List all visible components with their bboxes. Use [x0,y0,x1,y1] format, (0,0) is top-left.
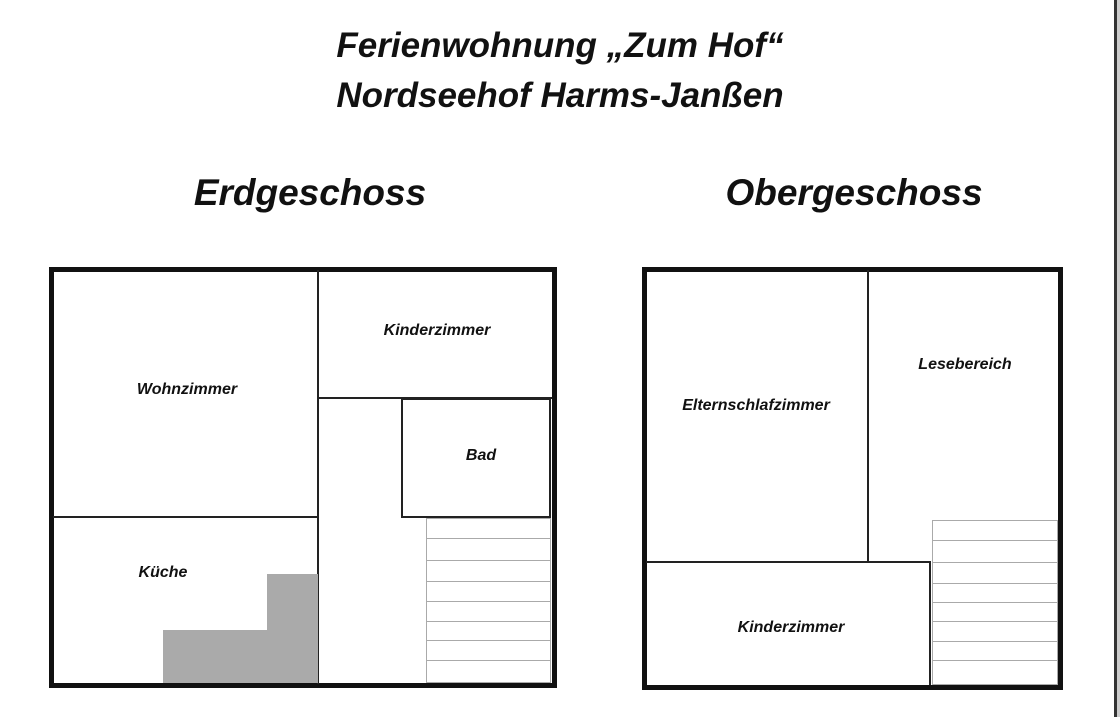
kitchen-counter [163,630,318,683]
room-label-elternschlafzimmer: Elternschlafzimmer [682,397,830,414]
upper-floor-heading: Obergeschoss [725,172,983,213]
window-edge [1114,0,1117,717]
kitchen-counter [267,574,318,630]
room-label-kinderzimmer: Kinderzimmer [383,322,491,339]
room-label-kinderzimmer: Kinderzimmer [737,619,845,636]
room-label-kueche: Küche [138,564,188,581]
wall [646,561,931,563]
room-label-bad: Bad [465,447,497,464]
wall [53,516,318,518]
staircase [932,520,1058,685]
room-label-lesebereich: Lesebereich [918,356,1012,373]
ground-floor-outline [49,267,557,688]
title-line-2: Nordseehof Harms-Janßen [336,76,784,115]
room-label-wohnzimmer: Wohnzimmer [136,381,238,398]
bad-room [401,398,551,518]
wall [867,270,869,563]
ground-floor-heading: Erdgeschoss [193,172,427,213]
wall [317,270,319,684]
window-edge-shadow [1117,0,1120,717]
upper-floor-outline [642,267,1063,690]
title-line-1: Ferienwohnung „Zum Hof“ [336,26,784,65]
wall [929,562,931,685]
staircase [426,518,551,683]
